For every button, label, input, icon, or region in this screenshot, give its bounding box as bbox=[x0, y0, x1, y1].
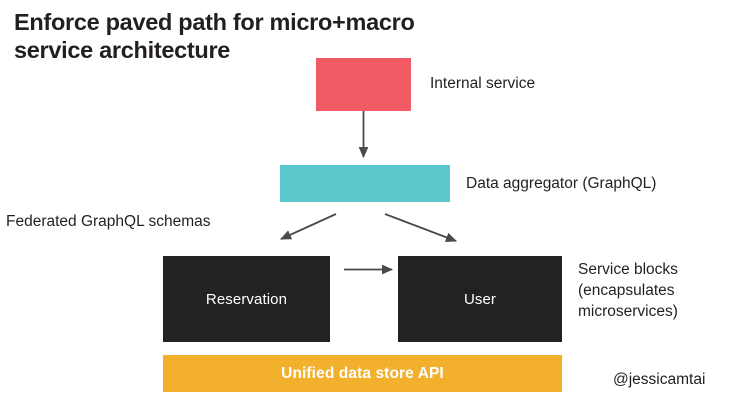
arrow-diagonal-right-icon bbox=[384, 213, 458, 242]
reservation-service-block[interactable]: Reservation bbox=[163, 256, 330, 342]
data-aggregator-label: Data aggregator (GraphQL) bbox=[466, 175, 657, 192]
data-aggregator-block[interactable] bbox=[280, 165, 450, 202]
unified-data-store-api-bar[interactable]: Unified data store API bbox=[163, 355, 562, 392]
federated-schemas-annotation: Federated GraphQL schemas bbox=[6, 213, 211, 230]
page-title: Enforce paved path for micro+macro servi… bbox=[14, 9, 415, 63]
internal-service-label: Internal service bbox=[430, 75, 536, 92]
internal-service-block[interactable] bbox=[316, 58, 411, 111]
service-blocks-annotation: Service blocks (encapsulates microservic… bbox=[578, 261, 678, 320]
arrow-diagonal-left-icon bbox=[280, 213, 337, 240]
author-handle: @jessicamtai bbox=[613, 371, 706, 388]
user-service-block[interactable]: User bbox=[398, 256, 562, 342]
